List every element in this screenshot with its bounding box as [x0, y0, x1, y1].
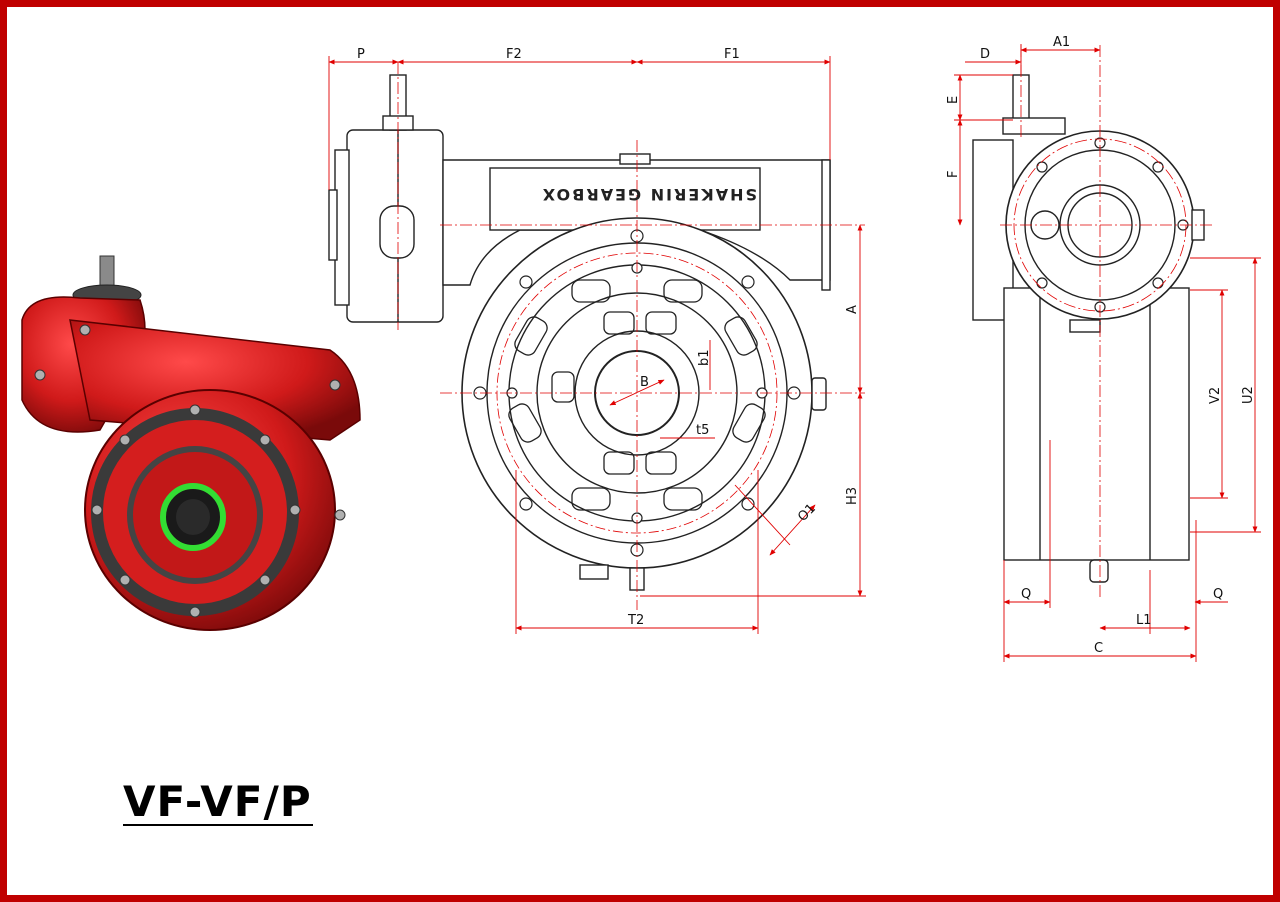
dim-e-label: E — [946, 96, 961, 104]
dim-o1-label: O1 — [795, 501, 819, 525]
dim-b1-label: b1 — [697, 349, 712, 366]
dim-a1-label: A1 — [1053, 35, 1070, 50]
dim-f-label: F — [946, 171, 961, 178]
dim-f2-label: F2 — [506, 47, 522, 62]
dim-h3-label: H3 — [845, 487, 860, 505]
dim-t5-label: t5 — [696, 423, 709, 438]
dim-f1-label: F1 — [724, 47, 740, 62]
front-centre-lines — [397, 62, 865, 610]
dim-q-left-label: Q — [1021, 587, 1031, 602]
dim-q-right-label: Q — [1213, 587, 1223, 602]
dim-v2-label: V2 — [1208, 387, 1223, 404]
dim-u2-label: U2 — [1241, 386, 1256, 404]
dimension-lines — [328, 44, 1261, 662]
gearbox-3d-render — [21, 255, 361, 631]
technical-drawing: P F2 F1 A H3 T2 O1 B b1 t5 D A1 E F V2 U… — [21, 35, 1261, 662]
dim-c-label: C — [1094, 641, 1103, 656]
dim-p-label: P — [357, 47, 365, 62]
dimension-labels: P F2 F1 A H3 T2 O1 B b1 t5 D A1 E F V2 U… — [357, 35, 1256, 656]
dim-b-label: B — [640, 375, 649, 390]
title-underline — [123, 824, 313, 826]
dim-t2-label: T2 — [627, 613, 644, 628]
dim-l1-label: L1 — [1136, 613, 1152, 628]
model-title: VF-VF/P — [123, 777, 312, 826]
front-view — [328, 74, 831, 591]
dim-d-label: D — [980, 47, 990, 62]
dim-a-label: A — [845, 305, 860, 314]
housing-brand-text: SHAKERIN GEARBOX — [541, 185, 757, 204]
side-view — [972, 74, 1205, 583]
